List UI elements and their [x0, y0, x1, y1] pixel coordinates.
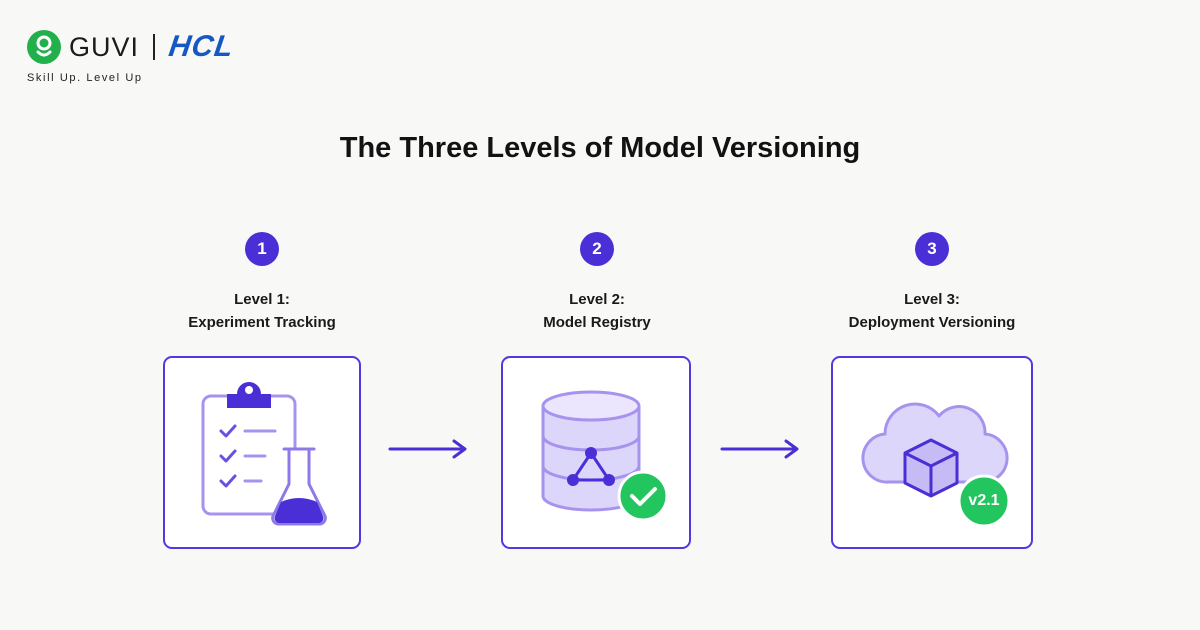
arrow-right-icon: [388, 439, 467, 459]
step-name: Deployment Versioning: [848, 314, 1016, 331]
brand-header: GUVI HCL Skill Up. Level Up: [27, 30, 236, 84]
step-number-badge: 3: [915, 232, 949, 266]
arrow-right-icon: [720, 439, 799, 459]
page-title: The Three Levels of Model Versioning: [339, 132, 861, 164]
model-registry-card: [501, 356, 691, 549]
guvi-logo-icon: [27, 30, 61, 64]
guvi-wordmark: GUVI: [69, 31, 140, 62]
step-3: 3 Level 3: Deployment Versioning: [802, 232, 1062, 334]
clipboard-flask-icon: [201, 382, 327, 526]
step-label: Level 3: Deployment Versioning: [802, 288, 1062, 334]
step-number-badge: 1: [245, 232, 279, 266]
step-1: 1 Level 1: Experiment Tracking: [132, 232, 392, 334]
brand-tagline: Skill Up. Level Up: [27, 72, 143, 84]
deployment-versioning-card: v2.1: [831, 356, 1033, 549]
step-level: Level 2:: [569, 291, 625, 308]
hcl-wordmark: HCL: [166, 30, 236, 63]
brand-divider: [153, 34, 155, 60]
version-badge: v2.1: [968, 492, 1000, 509]
step-name: Experiment Tracking: [188, 314, 336, 331]
step-number-badge: 2: [580, 232, 614, 266]
experiment-tracking-card: [163, 356, 361, 549]
step-label: Level 2: Model Registry: [467, 288, 727, 334]
step-level: Level 1:: [234, 291, 290, 308]
step-2: 2 Level 2: Model Registry: [467, 232, 727, 334]
cloud-cube-icon: [861, 402, 1011, 528]
step-name: Model Registry: [543, 314, 651, 331]
step-label: Level 1: Experiment Tracking: [132, 288, 392, 334]
database-check-icon: [541, 390, 669, 522]
step-level: Level 3:: [904, 291, 960, 308]
